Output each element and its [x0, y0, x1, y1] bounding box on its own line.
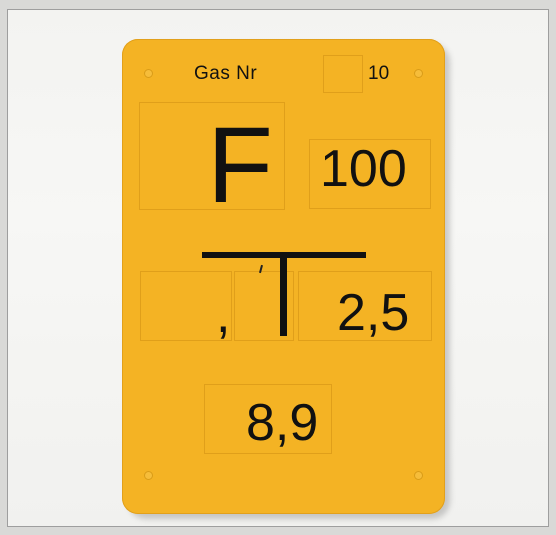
- reference-bar-stem: [280, 258, 287, 336]
- forward-distance-value: 8,9: [246, 394, 319, 452]
- comma-cell: [140, 271, 232, 341]
- letter-cell: [139, 102, 285, 210]
- gas-marker-sign: Gas Nr 10 F 100 , 2,5 8,9: [122, 39, 445, 514]
- gas-number-cell: [323, 55, 363, 93]
- left-distance-value: ,: [216, 286, 231, 344]
- mounting-hole-top-right: [414, 69, 423, 78]
- value-top-cell: [309, 139, 431, 209]
- right-distance-value: 2,5: [337, 284, 410, 342]
- mounting-hole-bottom-right: [414, 471, 423, 480]
- value-bottom-cell: [204, 384, 332, 454]
- pipe-type-letter: F: [207, 104, 273, 225]
- mounting-hole-top-left: [144, 69, 153, 78]
- stem-cell: [234, 271, 294, 341]
- mounting-hole-bottom-left: [144, 471, 153, 480]
- gas-number-label: Gas Nr: [194, 63, 258, 84]
- reference-bar-horizontal: [202, 252, 366, 258]
- gas-number-value: 10: [368, 63, 390, 84]
- pipe-diameter-value: 100: [320, 140, 407, 198]
- value-right-cell: [298, 271, 432, 341]
